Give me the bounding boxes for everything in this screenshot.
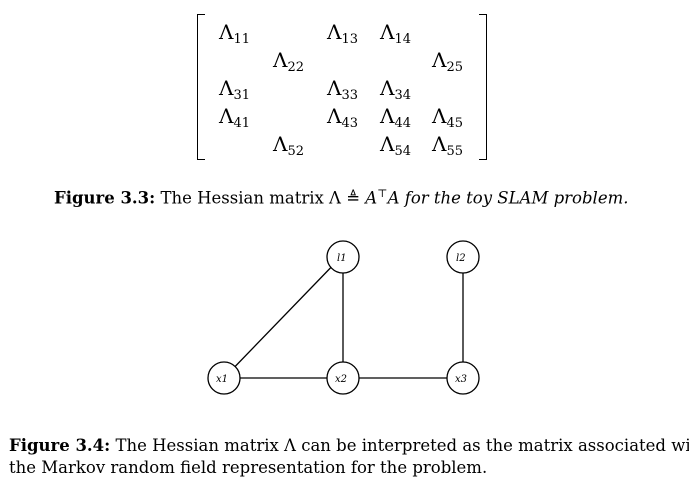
figure-3-4-caption: Figure 3.4: The Hessian matrix Λ can be … <box>9 435 689 479</box>
right-bracket <box>479 14 487 160</box>
caption-3-3-text-before: The Hessian matrix Λ <box>155 188 347 208</box>
matrix-entry-25: Λ25 <box>432 48 463 75</box>
matrix-entry-13: Λ13 <box>327 20 358 47</box>
matrix-entry-33: Λ33 <box>327 76 358 103</box>
node-l2: l2 <box>446 240 480 274</box>
edge-l1-x1 <box>223 256 342 379</box>
node-l1-label: l1 <box>337 253 347 264</box>
matrix-entry-55: Λ55 <box>432 132 463 159</box>
defeq-symbol: ≜ <box>346 188 361 208</box>
hessian-matrix: Λ11 Λ13 Λ14 Λ22 Λ25 Λ31 Λ33 Λ34 Λ41 Λ43 … <box>197 14 487 160</box>
figure-3-4-label: Figure 3.4: <box>9 436 111 455</box>
node-x2-label: x2 <box>335 374 347 385</box>
matrix-entry-52: Λ52 <box>273 132 304 159</box>
transpose-symbol: ⊤ <box>377 187 388 200</box>
matrix-entry-14: Λ14 <box>380 20 411 47</box>
matrix-entry-34: Λ34 <box>380 76 411 103</box>
caption-3-3-text-after: A for the toy SLAM problem. <box>387 188 629 208</box>
node-l1: l1 <box>326 240 360 274</box>
caption-3-3-text-middle: A <box>360 188 378 208</box>
matrix-entry-41: Λ41 <box>219 104 250 131</box>
node-x2: x2 <box>326 361 360 395</box>
figure-3-3-caption: Figure 3.3: The Hessian matrix Λ ≜ A⊤A f… <box>54 183 629 210</box>
matrix-entry-22: Λ22 <box>273 48 304 75</box>
node-x1-label: x1 <box>216 374 228 385</box>
matrix-entry-31: Λ31 <box>219 76 250 103</box>
figure-3-3-label: Figure 3.3: <box>54 188 156 208</box>
caption-3-4-line2: the Markov random field representation f… <box>9 458 488 477</box>
caption-3-4-line1: The Hessian matrix Λ can be interpreted … <box>110 436 689 455</box>
left-bracket <box>197 14 205 160</box>
matrix-entry-45: Λ45 <box>432 104 463 131</box>
matrix-entry-43: Λ43 <box>327 104 358 131</box>
matrix-entry-54: Λ54 <box>380 132 411 159</box>
node-x3-label: x3 <box>455 374 467 385</box>
markov-random-field-graph: l1 l2 x1 x2 x3 <box>207 240 480 395</box>
node-l2-label: l2 <box>456 253 466 264</box>
node-x3: x3 <box>446 361 480 395</box>
matrix-entry-44: Λ44 <box>380 104 411 131</box>
matrix-entry-11: Λ11 <box>219 20 250 47</box>
node-x1: x1 <box>207 361 241 395</box>
